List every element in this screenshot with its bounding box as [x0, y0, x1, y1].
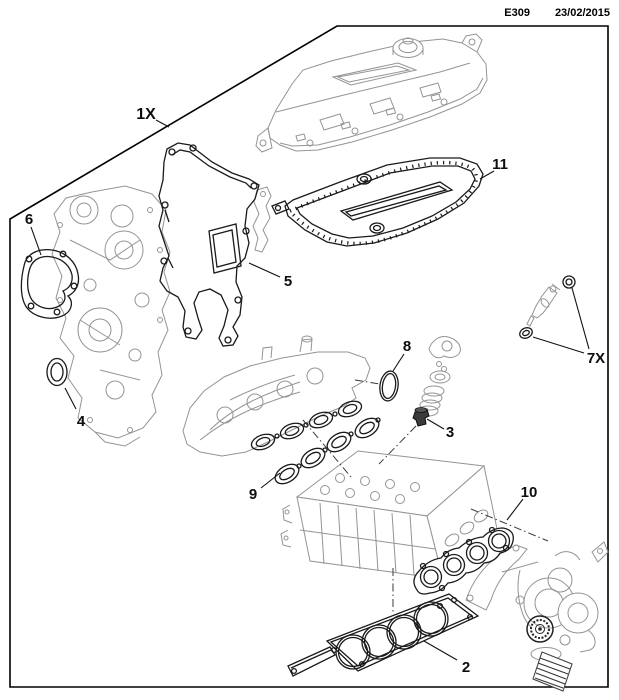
valve-stem-seal — [412, 407, 430, 427]
camshaft-cover-gasket — [271, 157, 484, 247]
intake-manifold-drawing — [182, 335, 371, 457]
cylinder-head-drawing — [280, 450, 498, 580]
lifting-bracket-drawing — [252, 186, 272, 253]
callout-11: 11 — [492, 156, 508, 173]
valve-train-drawing — [417, 336, 461, 417]
cylinder-head-gasket — [287, 593, 480, 677]
callout-7x: 7X — [587, 350, 605, 367]
fuel-injector-drawing — [526, 283, 561, 327]
timing-cover-gasket — [158, 142, 260, 347]
page-date: 23/02/2015 — [555, 7, 610, 19]
callout-6: 6 — [25, 211, 33, 228]
callout-9: 9 — [249, 486, 257, 503]
manifold-flange-gaskets — [250, 400, 363, 451]
reference-parts — [51, 33, 609, 692]
water-pump-gasket — [20, 248, 80, 319]
callout-8: 8 — [403, 338, 411, 355]
crankshaft-seal — [46, 357, 68, 387]
callout-3: 3 — [446, 424, 454, 441]
assembly-centerlines — [302, 379, 549, 612]
callout-kit: 1X — [136, 106, 156, 123]
turbocharger-drawing — [465, 541, 609, 692]
exhaust-manifold-gasket — [413, 526, 514, 595]
callout-labels: 1X 11 6 5 7X 8 4 3 9 10 2 — [25, 106, 605, 676]
injector-o-rings — [519, 275, 576, 339]
callout-2: 2 — [462, 659, 470, 676]
leader-lines — [30, 119, 590, 661]
kit-boundary-box — [9, 25, 609, 688]
callout-4: 4 — [77, 413, 86, 430]
page-code: E309 — [504, 7, 530, 19]
timing-cover-drawing — [51, 185, 171, 447]
header: E309 23/02/2015 — [504, 7, 610, 19]
callout-10: 10 — [521, 484, 538, 501]
seal-ring — [379, 370, 399, 402]
kit-parts — [20, 142, 576, 677]
valve-cover-drawing — [255, 33, 488, 153]
callout-5: 5 — [284, 273, 292, 290]
